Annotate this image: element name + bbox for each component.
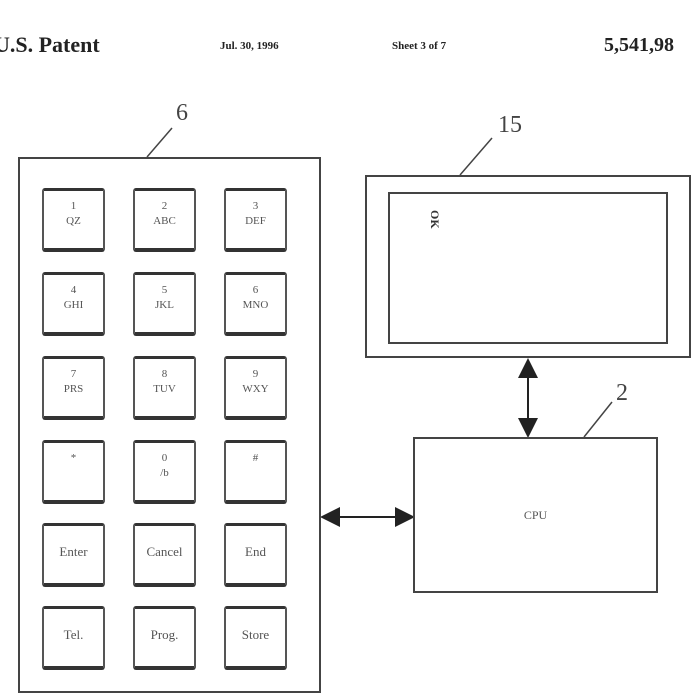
key-letters: TUV bbox=[153, 383, 176, 395]
function-key-label: Enter bbox=[59, 544, 88, 559]
key-number: 9 bbox=[252, 368, 259, 380]
ref-keypad: 6 bbox=[176, 100, 188, 126]
key-number: 3 bbox=[252, 200, 259, 212]
key-letters: QZ bbox=[66, 215, 81, 227]
display-text: OK bbox=[428, 210, 442, 229]
header-patent-number: 5,541,98 bbox=[604, 34, 674, 56]
header-title: U.S. Patent bbox=[0, 32, 100, 57]
leader-line-keypad bbox=[146, 127, 173, 158]
leader-line-display bbox=[459, 137, 493, 176]
key-letters: MNO bbox=[242, 299, 269, 311]
key-letters: GHI bbox=[63, 299, 84, 311]
function-key-label: End bbox=[245, 544, 266, 559]
key-number: 7 bbox=[70, 368, 77, 380]
function-key-label: Prog. bbox=[150, 627, 179, 642]
key-letters: PRS bbox=[63, 383, 84, 395]
header-date: Jul. 30, 1996 bbox=[220, 40, 279, 52]
key-letters: WXY bbox=[242, 383, 269, 395]
key-letters: JKL bbox=[155, 299, 174, 311]
function-key-tel[interactable]: Tel. bbox=[42, 606, 105, 670]
key-number: # bbox=[252, 452, 259, 464]
key-11[interactable]: # bbox=[224, 440, 287, 504]
header-sheet: Sheet 3 of 7 bbox=[392, 40, 447, 52]
key-number: 1 bbox=[70, 200, 77, 212]
function-key-label: Tel. bbox=[63, 627, 84, 642]
key-number: 0 bbox=[161, 452, 168, 464]
key-letters: DEF bbox=[245, 215, 266, 227]
key-9[interactable]: * bbox=[42, 440, 105, 504]
key-10[interactable]: 0/b bbox=[133, 440, 196, 504]
cpu-block bbox=[413, 437, 658, 593]
key-number: * bbox=[70, 452, 77, 464]
function-key-cancel[interactable]: Cancel bbox=[133, 523, 196, 587]
function-key-prog[interactable]: Prog. bbox=[133, 606, 196, 670]
key-letters: ABC bbox=[153, 215, 176, 227]
cpu-label: CPU bbox=[523, 507, 548, 522]
function-key-label: Cancel bbox=[146, 544, 183, 559]
key-number: 8 bbox=[161, 368, 168, 380]
function-key-store[interactable]: Store bbox=[224, 606, 287, 670]
ref-display: 15 bbox=[498, 112, 522, 138]
key-number: 4 bbox=[70, 284, 77, 296]
function-key-label: Store bbox=[241, 627, 270, 642]
key-number: 2 bbox=[161, 200, 168, 212]
key-letters: /b bbox=[160, 467, 169, 479]
display-screen bbox=[388, 192, 668, 344]
display-housing bbox=[365, 175, 691, 358]
ref-cpu: 2 bbox=[616, 380, 628, 406]
key-number: 5 bbox=[161, 284, 168, 296]
function-key-end[interactable]: End bbox=[224, 523, 287, 587]
leader-line-cpu bbox=[583, 401, 613, 438]
function-key-enter[interactable]: Enter bbox=[42, 523, 105, 587]
key-number: 6 bbox=[252, 284, 259, 296]
